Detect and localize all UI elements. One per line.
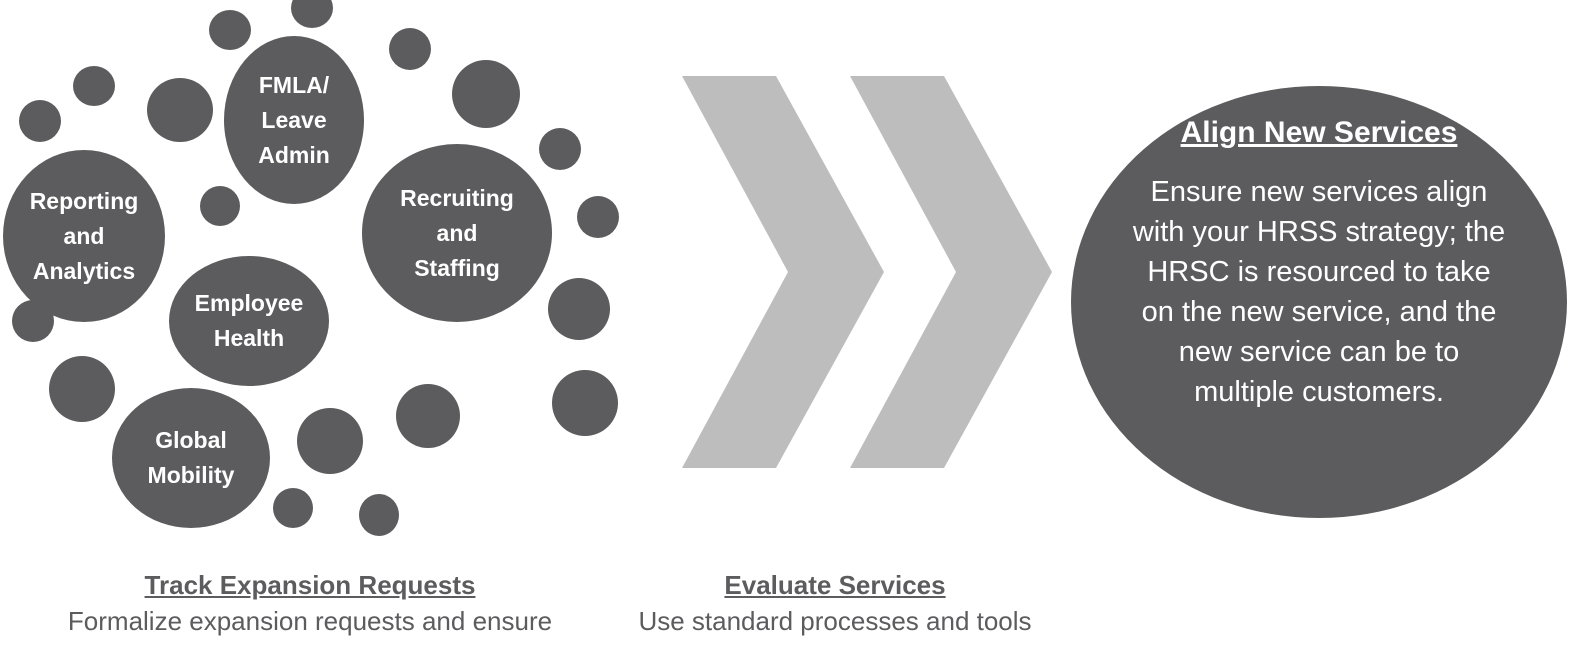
bubble-line: Staffing [414, 254, 500, 281]
decorative-dot [49, 356, 115, 422]
decorative-dot [577, 196, 619, 238]
bubble-line: Reporting [29, 187, 139, 214]
decorative-dot [452, 60, 520, 128]
track-body: Formalize expansion requests and ensure [67, 606, 553, 636]
decorative-dot [73, 66, 115, 106]
decorative-dot [297, 408, 363, 474]
bubble-line: and [63, 222, 105, 249]
bubble-line: Global [155, 427, 227, 453]
decorative-dot [273, 488, 313, 528]
align-body: Ensure new services align with your HRSS… [1132, 176, 1506, 408]
decorative-dot [200, 186, 240, 226]
chevron-arrow-1 [682, 76, 884, 468]
chevron-arrow-2 [850, 76, 1052, 468]
track-caption: Track Expansion Requests Formalize expan… [20, 568, 600, 640]
align-title: Align New Services [1180, 116, 1458, 149]
bubble-line: Mobility [147, 462, 235, 488]
bubble-fmla-leave-admin: FMLA/ Leave Admin [224, 36, 364, 204]
align-new-services-circle: Align New Services Ensure new services a… [1071, 86, 1567, 518]
bubble-line: Employee [194, 290, 304, 316]
bubble-line: FMLA/ [258, 71, 330, 98]
decorative-dot [147, 78, 213, 142]
decorative-dot [548, 278, 610, 340]
decorative-dot [359, 494, 399, 536]
bubble-line: Leave [261, 106, 327, 133]
bubble-line: Recruiting [400, 184, 514, 211]
bubble-employee-health: Employee Health [169, 256, 329, 386]
evaluate-caption: Evaluate Services Use standard processes… [600, 568, 1070, 640]
decorative-dot [389, 28, 431, 70]
track-title: Track Expansion Requests [144, 570, 476, 600]
bubble-reporting-analytics: Reporting and Analytics [3, 150, 165, 322]
bubble-line: and [436, 219, 478, 246]
evaluate-title: Evaluate Services [724, 570, 946, 600]
decorative-dot [19, 100, 61, 142]
bubble-line: Analytics [32, 257, 136, 284]
evaluate-body: Use standard processes and tools [638, 606, 1032, 636]
decorative-dot [209, 10, 251, 50]
decorative-dot [396, 384, 460, 448]
decorative-dot [552, 370, 618, 436]
bubble-global-mobility: Global Mobility [112, 388, 270, 528]
bubble-line: Admin [258, 141, 330, 168]
bubble-line: Health [213, 325, 285, 351]
bubble-recruiting-staffing: Recruiting and Staffing [362, 144, 552, 322]
decorative-dot [539, 128, 581, 170]
